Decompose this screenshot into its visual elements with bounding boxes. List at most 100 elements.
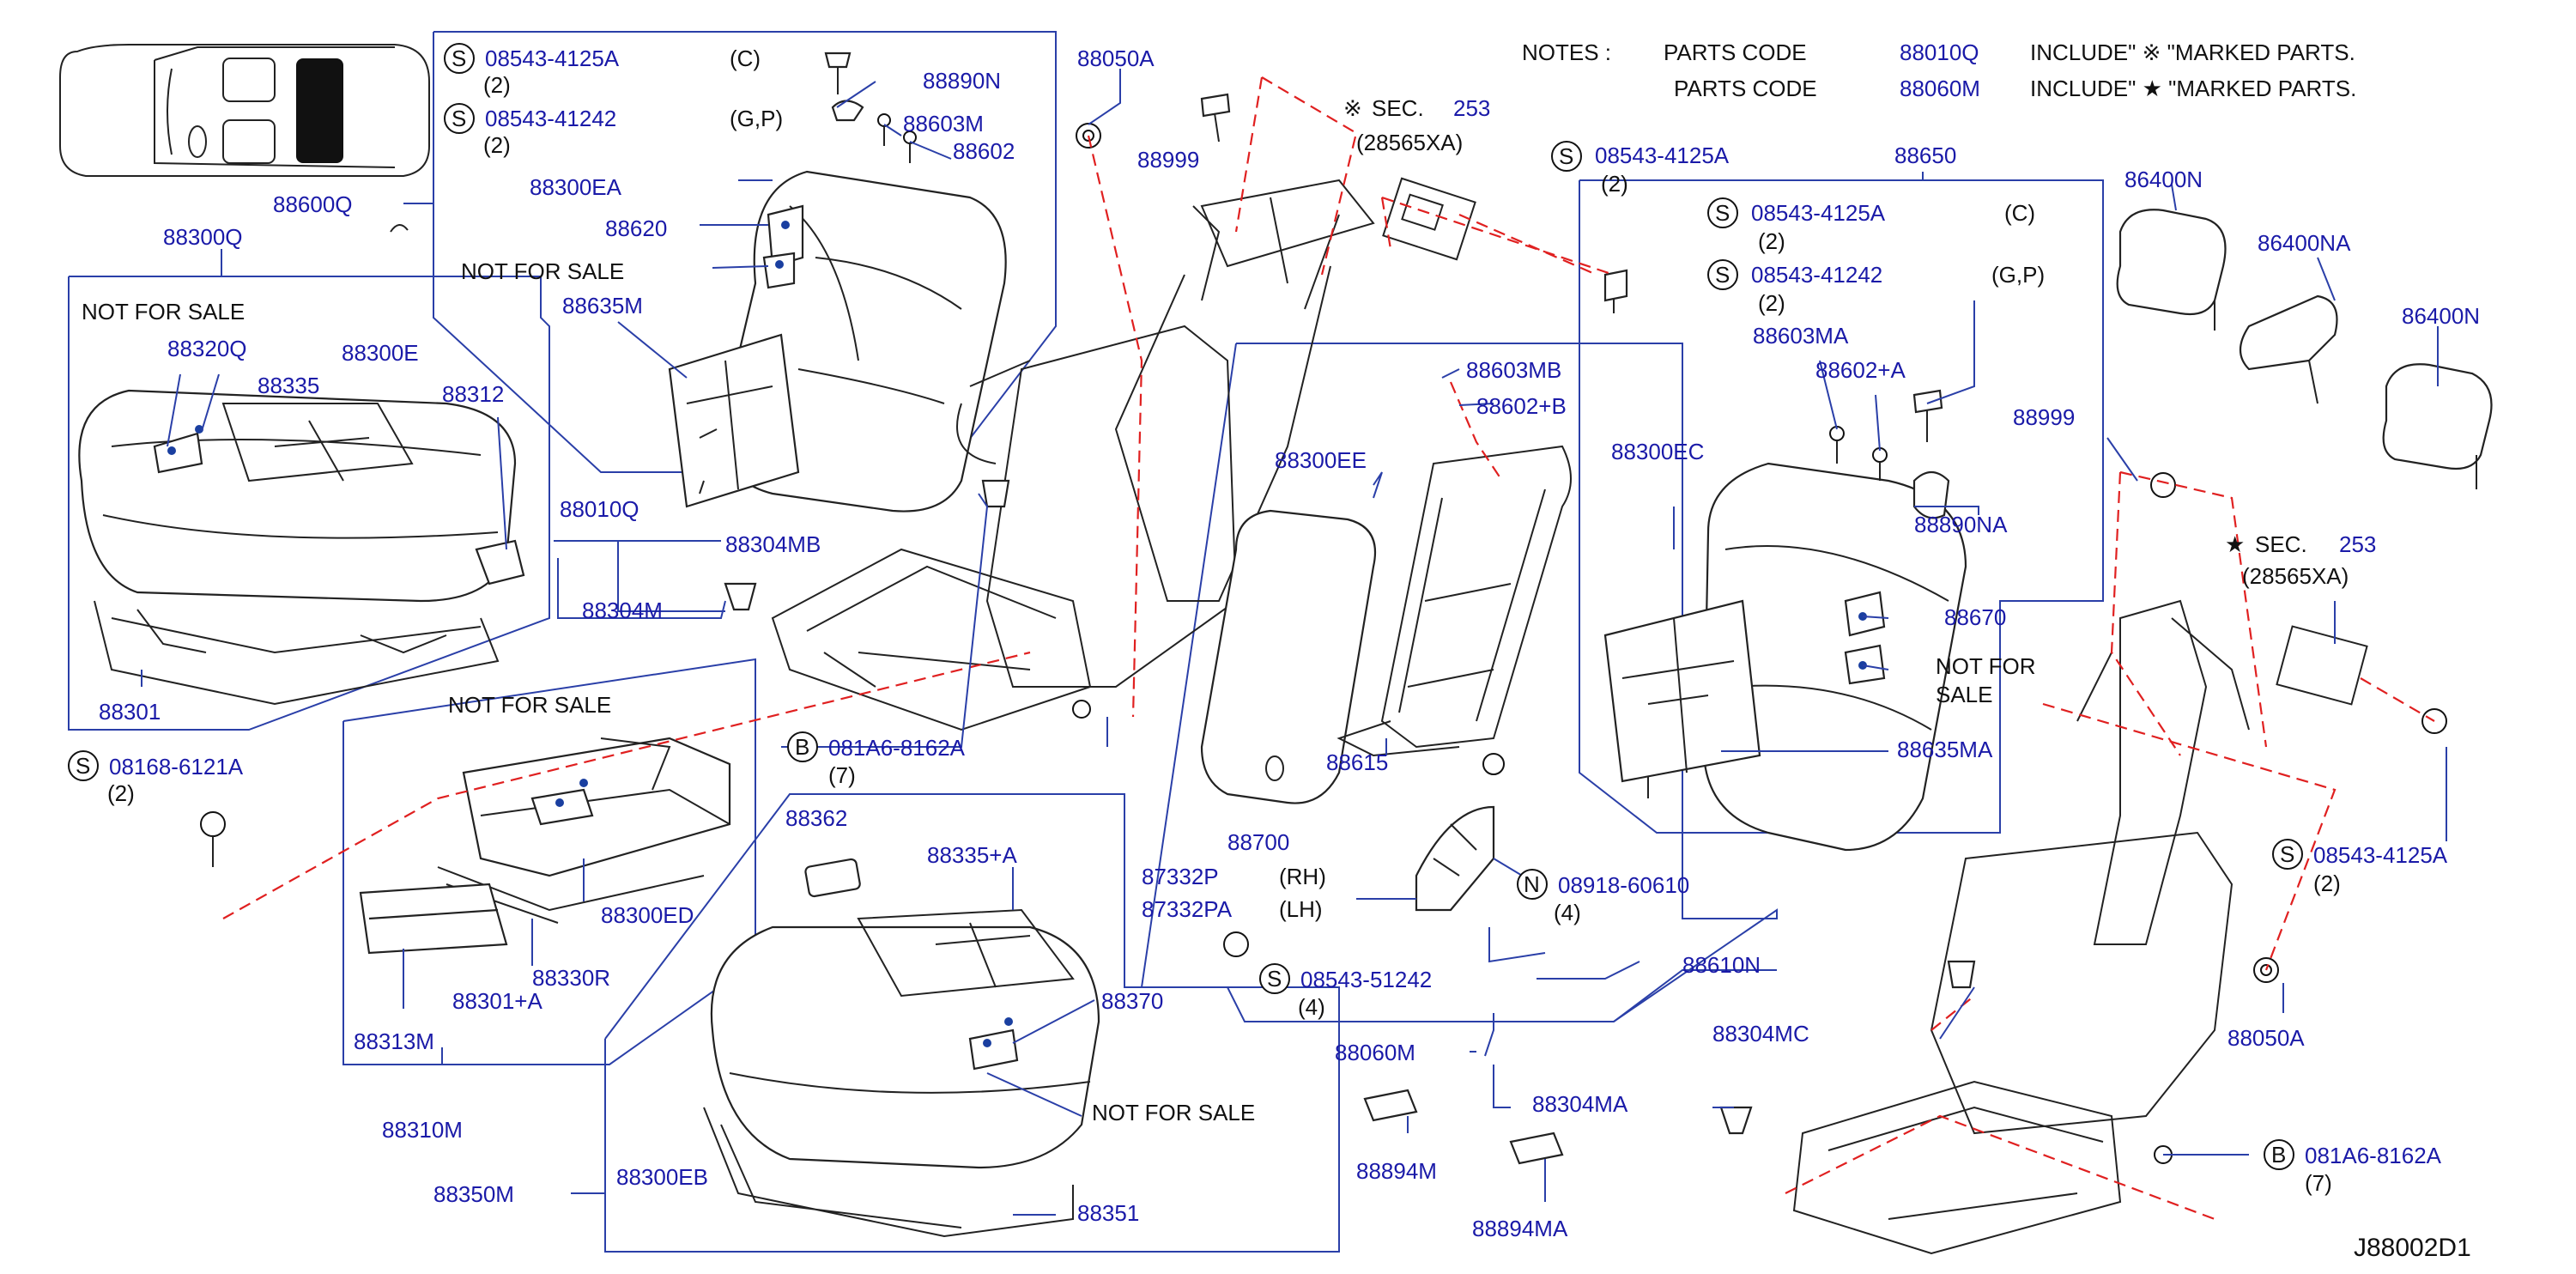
svg-text:S: S	[452, 106, 466, 131]
qty-label: (2)	[483, 72, 511, 98]
part-label: 87332P	[1142, 864, 1219, 889]
symbol-s: S	[1707, 259, 1738, 290]
notes-line1-code: 88010Q	[1900, 39, 1979, 65]
notes-line1-prefix: PARTS CODE	[1664, 39, 1807, 65]
sec-number: 253	[1453, 95, 1490, 121]
seatback-left-drawing	[668, 170, 1007, 513]
part-label: 88304M	[582, 598, 663, 623]
part-label: 88894M	[1356, 1158, 1437, 1184]
symbol-markers: S S S S S S B N S S B	[68, 43, 2303, 1170]
part-label: 88050A	[1077, 46, 1155, 71]
part-label: 88999	[2013, 404, 2075, 430]
qty-label: (4)	[1298, 994, 1325, 1020]
svg-text:B: B	[795, 734, 809, 760]
sec-number: 253	[2339, 531, 2376, 557]
part-label: 88330R	[532, 965, 610, 991]
part-label: 88304MC	[1712, 1021, 1809, 1046]
notes-line2-prefix: PARTS CODE	[1674, 76, 1817, 101]
part-label: 88010Q	[560, 496, 639, 522]
not-for-sale-label: NOT FOR SALE	[461, 258, 624, 284]
part-label: 08543-4125A	[485, 46, 620, 71]
symbol-b: B	[2264, 1139, 2294, 1170]
part-label: 88362	[785, 805, 847, 831]
symbol-b: B	[787, 731, 818, 762]
symbol-s: S	[1259, 963, 1290, 994]
dashed-reference-lines	[222, 76, 2435, 1221]
variant-label: (G,P)	[1991, 262, 2045, 288]
part-label: 88602+A	[1815, 357, 1906, 383]
part-label: 08168-6121A	[109, 754, 244, 780]
part-label: 88610N	[1682, 952, 1761, 978]
part-label: 88635M	[562, 293, 643, 318]
cushion-center-drawing	[703, 858, 1100, 1238]
svg-text:B: B	[2271, 1142, 2286, 1168]
qty-label: (7)	[828, 762, 856, 788]
part-label: 88890NA	[1914, 512, 2008, 537]
svg-text:S: S	[1715, 200, 1730, 226]
side-label: (LH)	[1279, 896, 1323, 922]
part-label: 86400NA	[2258, 230, 2351, 256]
part-label: 88603M	[903, 111, 984, 136]
qty-label: (4)	[1554, 900, 1581, 925]
seat-frame-left-drawing	[771, 177, 1476, 731]
part-label: 88650	[1894, 143, 1956, 168]
part-label: 88300EE	[1275, 447, 1367, 473]
qty-label: (2)	[1601, 171, 1628, 197]
center-back-drawing	[1200, 445, 1572, 912]
part-label: 88320Q	[167, 336, 247, 361]
part-label: 88050A	[2227, 1025, 2305, 1051]
part-label: 88635MA	[1897, 737, 1993, 762]
svg-text:S: S	[1559, 143, 1573, 169]
notes-line2-code: 88060M	[1900, 76, 1980, 101]
qty-label: (2)	[107, 780, 135, 806]
side-label: (RH)	[1279, 864, 1326, 889]
sec-mark: ★	[2225, 531, 2245, 557]
notes-line2-suffix: INCLUDE" ★ "MARKED PARTS.	[2030, 76, 2356, 101]
part-label: 88300EC	[1611, 439, 1704, 464]
leader-lines	[141, 69, 2447, 1216]
part-label: 08543-4125A	[2313, 842, 2448, 868]
part-label: 08543-41242	[485, 106, 616, 131]
armrest-drawing	[359, 737, 731, 955]
part-label: 88301+A	[452, 988, 542, 1014]
not-for-sale-label: NOT FOR SALE	[82, 299, 245, 325]
symbol-s: S	[444, 103, 475, 134]
svg-text:S: S	[76, 753, 90, 779]
part-label: 88300ED	[601, 902, 694, 928]
car-location-icon	[59, 44, 430, 177]
headrests-drawing	[2116, 209, 2493, 489]
not-for-sale-label: NOT FOR SALE	[448, 692, 611, 718]
part-label: 88300EA	[530, 174, 622, 200]
seat-frame-right-drawing	[1792, 599, 2447, 1255]
part-labels: 08543-4125A (2) (C) 08543-41242 (2) (G,P…	[82, 46, 2480, 1262]
symbol-s: S	[1707, 197, 1738, 228]
part-label: 08543-41242	[1751, 262, 1882, 288]
sec-mark: ※	[1343, 95, 1362, 121]
part-label: 88620	[605, 215, 667, 241]
symbol-s: S	[2272, 839, 2303, 870]
symbol-s: S	[1551, 141, 1582, 172]
part-label: 88313M	[354, 1028, 434, 1054]
notes-line1-suffix: INCLUDE" ※ "MARKED PARTS.	[2030, 39, 2355, 65]
qty-label: (2)	[1758, 228, 1785, 254]
part-label: 88300Q	[163, 224, 243, 250]
sale-label: SALE	[1936, 682, 1993, 707]
svg-text:S: S	[2280, 841, 2294, 867]
svg-text:S: S	[452, 46, 466, 71]
part-label: 88894MA	[1472, 1216, 1568, 1241]
section-reference-right: ★ SEC. 253 (28565XA)	[2225, 531, 2376, 589]
symbol-n: N	[1517, 869, 1548, 900]
part-label: 88300EB	[616, 1164, 708, 1190]
notes-heading: NOTES :	[1522, 39, 1611, 65]
variant-label: (G,P)	[730, 106, 783, 131]
seatback-right-drawing	[1603, 389, 1967, 852]
diagram-code: J88002D1	[2354, 1234, 2471, 1262]
part-label: 88370	[1101, 988, 1163, 1014]
part-label: 08543-4125A	[1595, 143, 1730, 168]
cushion-left-drawing	[78, 224, 525, 706]
part-label: 88350M	[433, 1181, 514, 1207]
part-label: 88335+A	[927, 842, 1017, 868]
part-label: 88603MA	[1753, 323, 1849, 349]
part-label: 88312	[442, 381, 504, 407]
